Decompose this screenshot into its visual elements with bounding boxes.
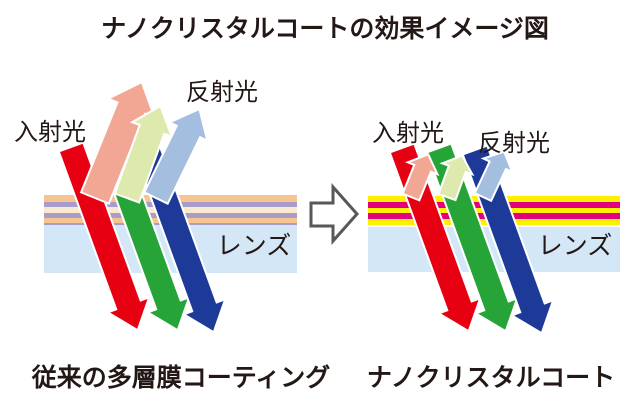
left-reflected-arrow-red	[79, 80, 157, 205]
diagram-title: ナノクリスタルコートの効果イメージ図	[101, 14, 549, 43]
left-reflected-arrow-blue	[142, 107, 209, 206]
left-incident-light-label: 入射光	[14, 118, 86, 146]
left-reflected-arrow-green	[113, 104, 174, 204]
left-caption: 従来の多層膜コーティング	[31, 363, 331, 392]
transition-right-arrow-icon	[309, 183, 360, 245]
right-reflected-arrow-red	[401, 153, 440, 202]
left-reflected-light-label: 反射光	[186, 78, 258, 106]
right-caption: ナノクリスタルコート	[367, 363, 615, 392]
left-diagram: 入射光 反射光 レンズ 従来の多層膜コーティング	[14, 78, 331, 392]
left-lens-label: レンズ	[217, 231, 292, 260]
right-diagram: 入射光 反射光 レンズ ナノクリスタルコート	[367, 119, 620, 392]
right-reflected-light-label: 反射光	[478, 129, 550, 157]
right-incident-light-label: 入射光	[372, 119, 444, 147]
right-reflected-arrow-green	[437, 154, 475, 202]
right-reflected-arrow-blue	[473, 150, 515, 203]
right-lens-label: レンズ	[538, 231, 613, 260]
